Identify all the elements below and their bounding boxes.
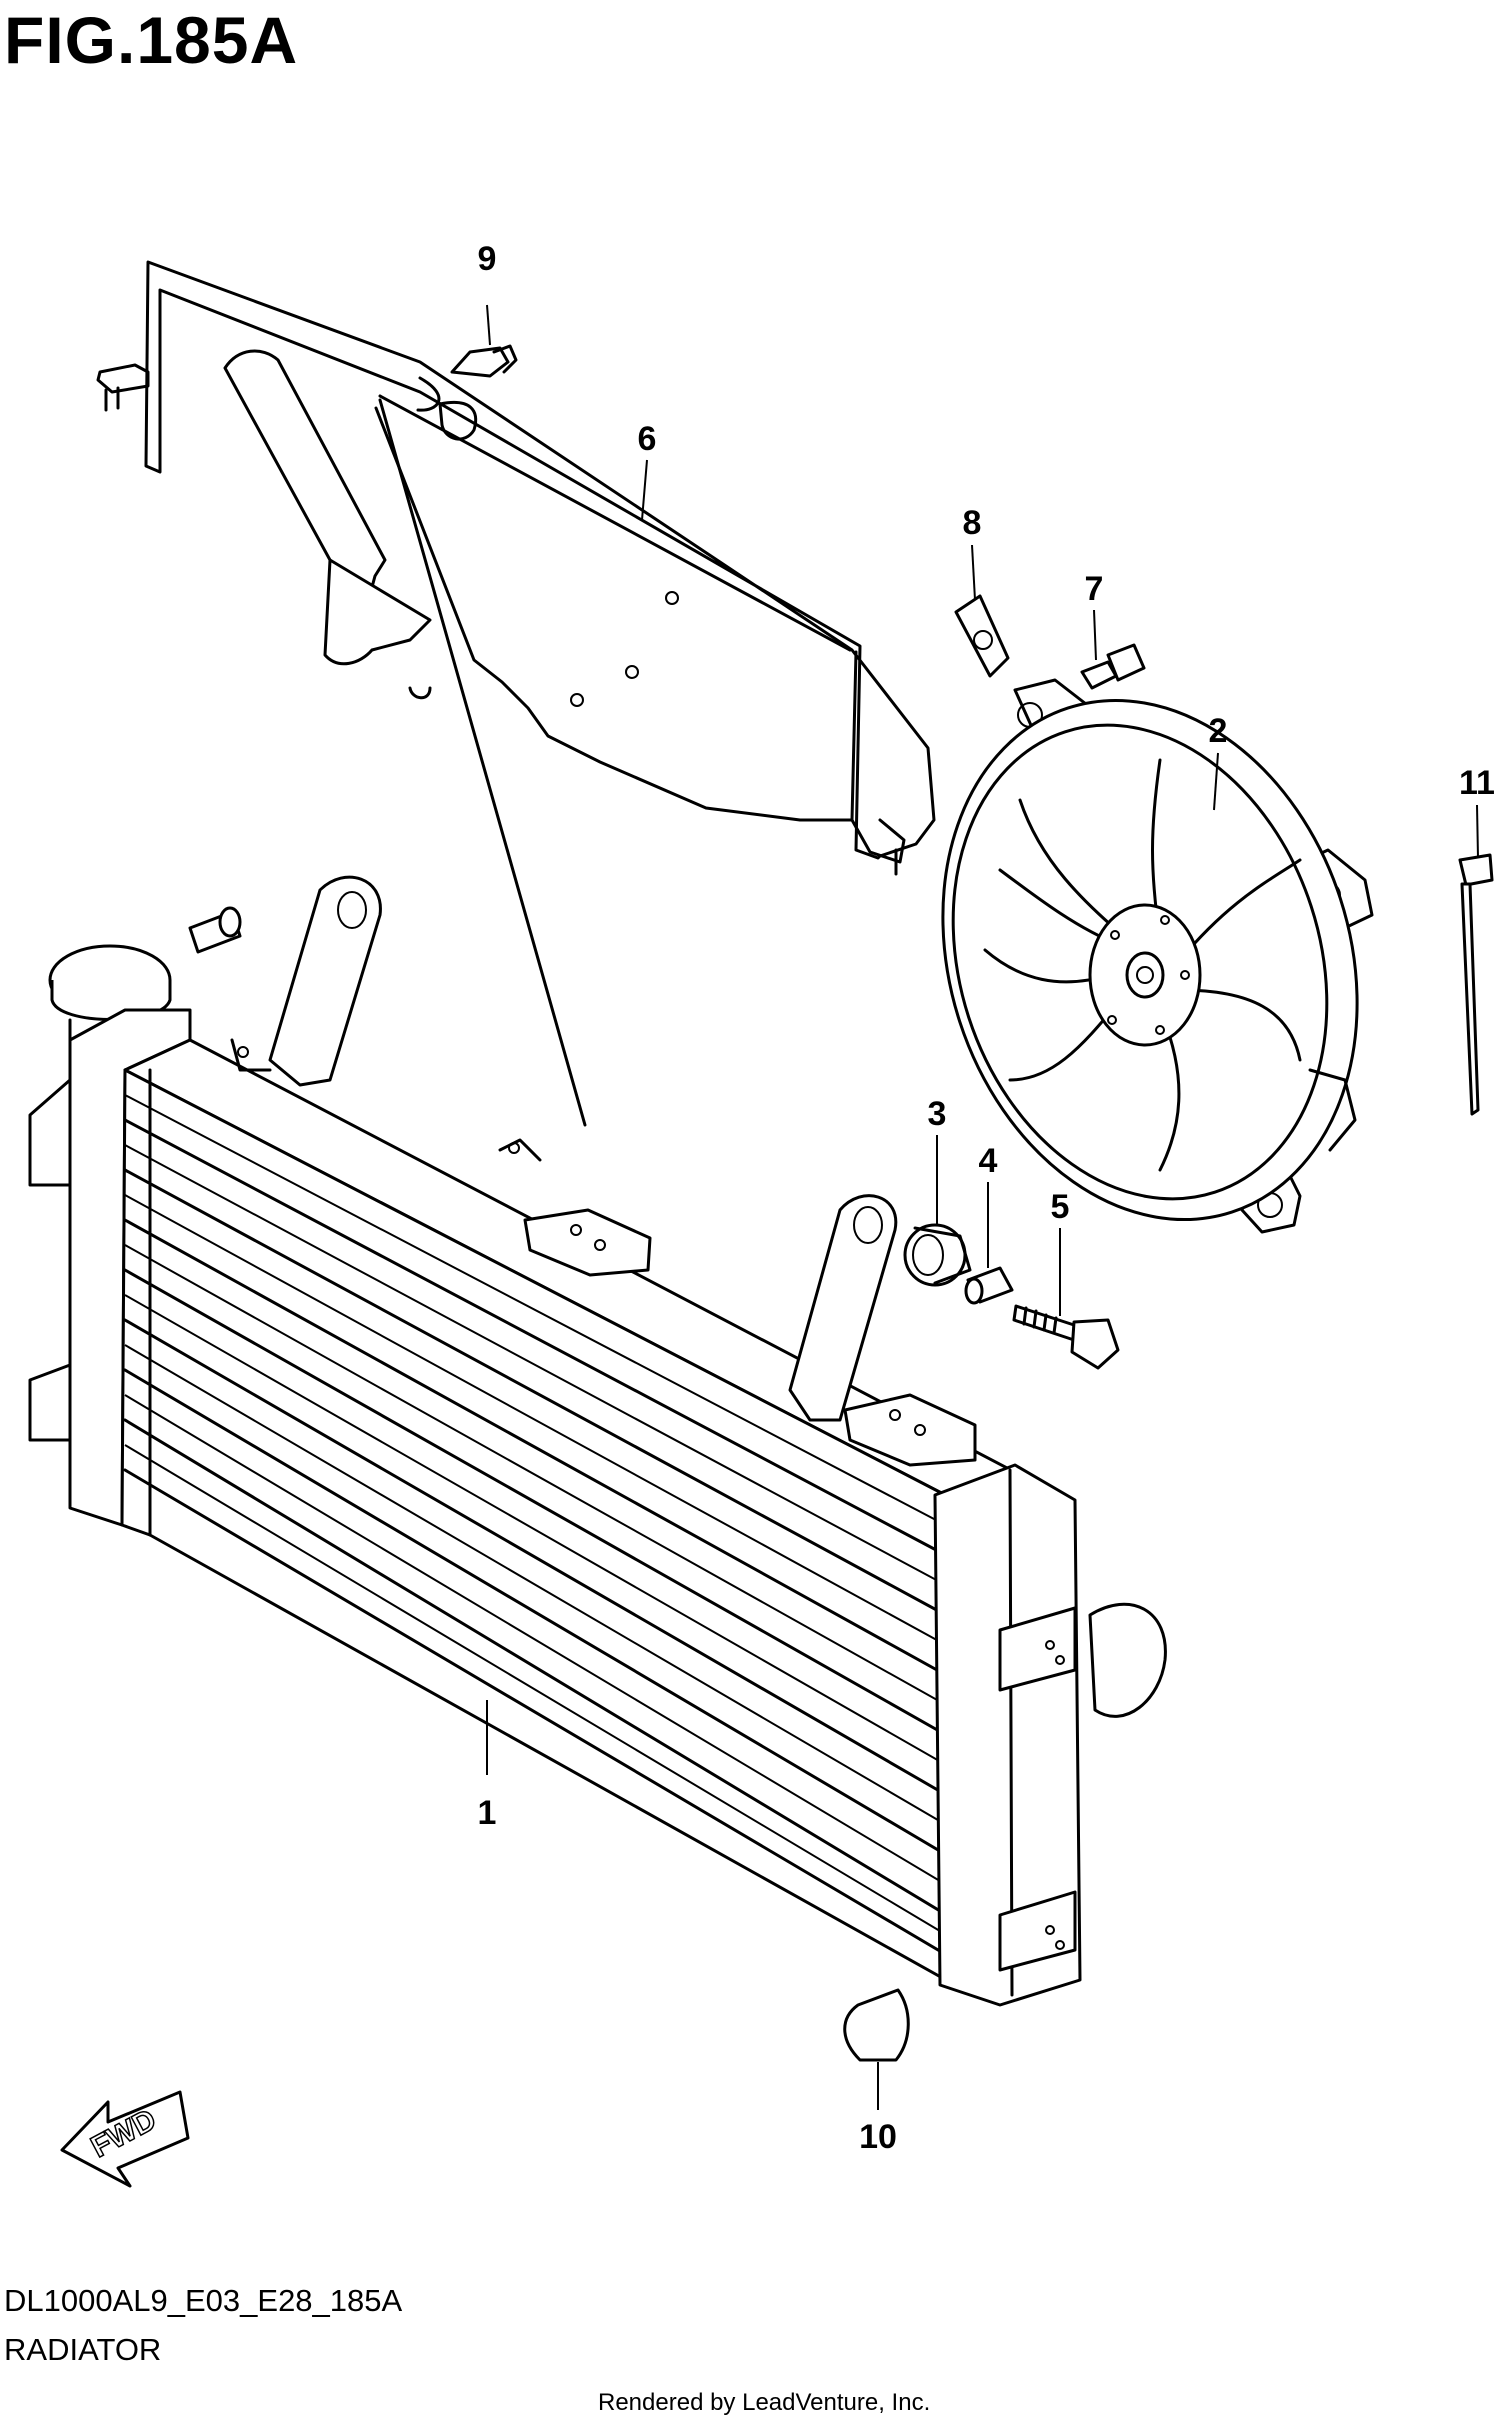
diagram-code: DL1000AL9_E03_E28_185A	[4, 2283, 403, 2318]
clamp-part-11[interactable]	[1458, 853, 1494, 1116]
callout-1: 1	[478, 1794, 497, 1832]
section-name: RADIATOR	[4, 2332, 162, 2367]
cap-part-9[interactable]	[843, 1988, 910, 2062]
fan-part-2[interactable]	[878, 646, 1422, 1274]
callout-4: 4	[979, 1142, 998, 1180]
leader-8	[971, 544, 976, 601]
cover-part-6[interactable]	[96, 260, 936, 876]
render-credit: Rendered by LeadVenture, Inc.	[598, 2389, 931, 2416]
callout-9: 10	[859, 2118, 897, 2156]
figure-title: FIG.185A	[4, 3, 299, 77]
collar-part-4[interactable]	[964, 1266, 1014, 1305]
callout-7: 7	[1085, 570, 1104, 608]
callout-11: 11	[1459, 764, 1495, 802]
cover-guide-line	[378, 398, 587, 1127]
nut-part-8[interactable]	[954, 594, 1010, 678]
bolt-part-7[interactable]	[1080, 643, 1146, 690]
leader-10	[486, 304, 491, 346]
clip-part-10[interactable]	[450, 344, 518, 378]
leader-6	[641, 459, 648, 521]
callout-2: 2	[1209, 712, 1228, 750]
leader-11	[1476, 804, 1479, 859]
callout-3: 3	[928, 1095, 947, 1133]
callout-8: 8	[963, 504, 982, 542]
bolt-part-5[interactable]	[1012, 1304, 1120, 1370]
callout-6: 6	[638, 420, 657, 458]
fwd-direction-arrow: FWD	[60, 2090, 190, 2188]
callout-10: 9	[478, 240, 497, 278]
radiator-part-1[interactable]	[28, 875, 1167, 2007]
leader-7	[1093, 609, 1097, 661]
grommet-part-3[interactable]	[903, 1223, 972, 1287]
leader-2	[1213, 752, 1219, 811]
callout-5: 5	[1051, 1188, 1070, 1226]
